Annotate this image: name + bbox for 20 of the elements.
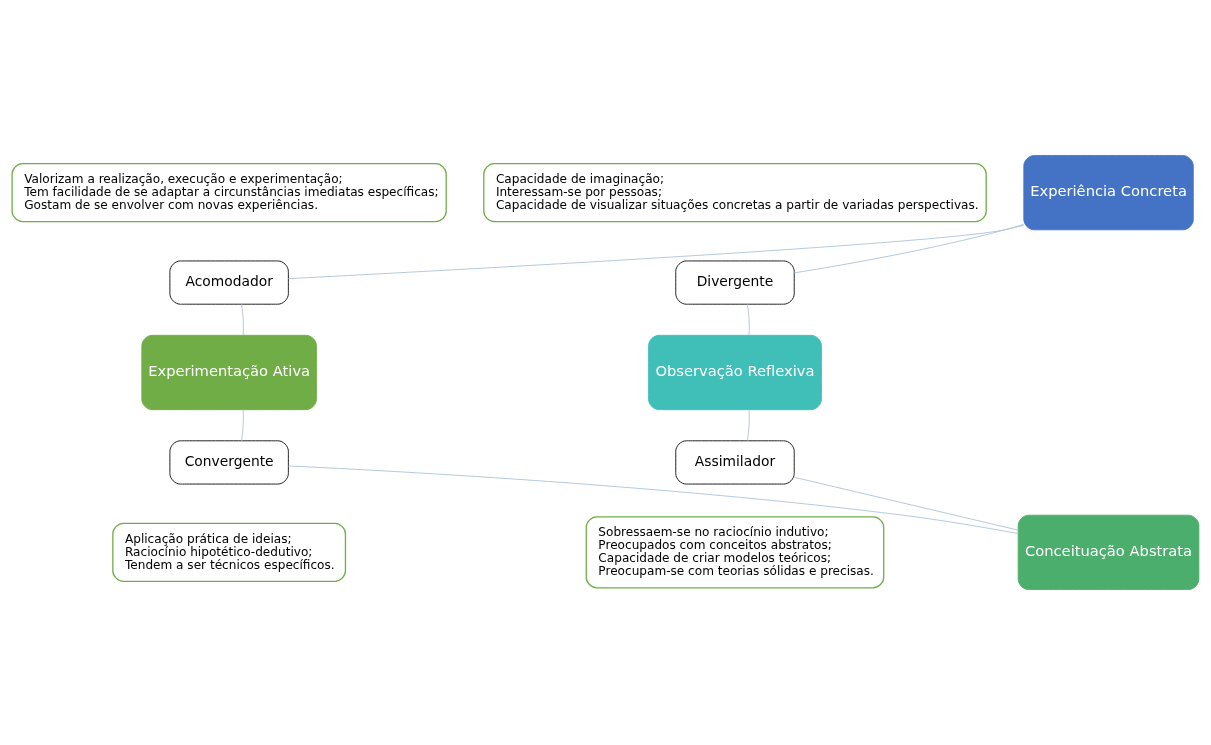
connector — [241, 409, 244, 442]
connector — [241, 303, 244, 336]
node-box: Divergente — [675, 260, 795, 305]
node-box: Experimentação Ativa — [141, 334, 317, 411]
connector — [793, 223, 1025, 274]
connector — [288, 465, 1019, 534]
connector — [746, 409, 750, 442]
connector — [288, 224, 1024, 280]
node-box: Convergente — [169, 440, 289, 485]
connector — [746, 303, 750, 336]
node-box: Assimilador — [675, 440, 795, 485]
node-box: Conceituação Abstrata — [1017, 514, 1200, 590]
node-box: Acomodador — [169, 260, 289, 305]
node-box: Experiência Concreta — [1023, 155, 1194, 231]
node-box: Capacidade de imaginação; Interessam-se por pessoas; Capacidade de visualizar situações concretas a partir de variadas perspectivas. — [483, 163, 987, 223]
node-box: Sobressaem-se no raciocínio indutivo; Preocupados com conceitos abstratos; Capacidade de criar modelos teóricos; Preocupam-se com teorias sólidas e precisas. — [585, 516, 885, 589]
node-box: Observação Reflexiva — [648, 334, 822, 411]
connector — [794, 476, 1019, 531]
node-box: Valorizam a realização, execução e experimentação; Tem facilidade de se adaptar a circunstâncias imediatas específicas; Gostam de se envolver com novas experiências. — [11, 163, 447, 223]
node-box: Aplicação prática de ideias; Raciocínio hipotético-dedutivo; Tendem a ser técnicos específicos. — [112, 522, 347, 582]
